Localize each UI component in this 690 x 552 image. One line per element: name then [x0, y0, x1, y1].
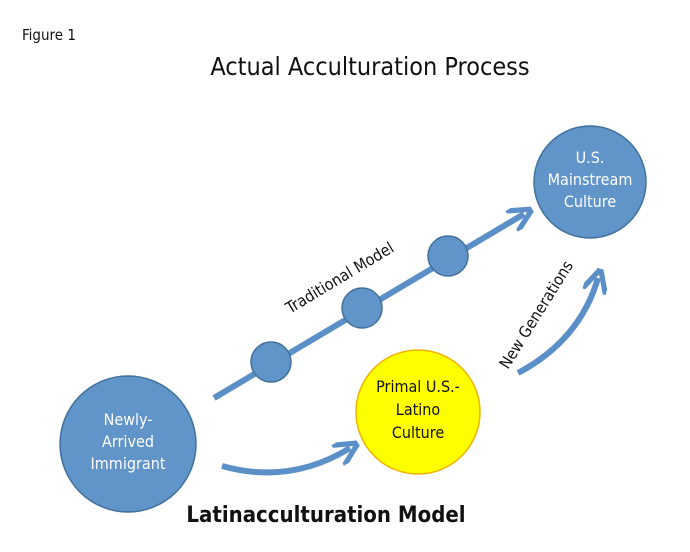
primal-circle [355, 349, 481, 475]
immigrant-line-3: Immigrant [91, 454, 166, 473]
node-primal-us-latino-culture: Primal U.S.- Latino Culture [355, 349, 481, 475]
primal-line-2: Latino [396, 400, 441, 419]
traditional-stage-1 [250, 341, 292, 383]
latinacculturation-arrow [221, 448, 350, 476]
diagram-title: Actual Acculturation Process [210, 52, 529, 81]
mainstream-line-3: Culture [564, 192, 617, 211]
traditional-stage-3 [427, 235, 469, 277]
primal-line-1: Primal U.S.- [376, 377, 460, 396]
figure-label: Figure 1 [22, 26, 76, 44]
mainstream-line-1: U.S. [576, 148, 605, 167]
mainstream-circle [533, 125, 647, 239]
new-generations-arrow [516, 278, 598, 376]
traditional-stage-2 [341, 287, 383, 329]
immigrant-circle [59, 375, 197, 513]
immigrant-line-1: Newly- [104, 410, 153, 429]
immigrant-line-2: Arrived [102, 432, 154, 451]
new-generations-label: New Generations [495, 257, 577, 372]
primal-line-3: Culture [392, 423, 445, 442]
node-us-mainstream-culture: U.S. Mainstream Culture [533, 125, 647, 239]
model-subtitle: Latinacculturation Model [186, 503, 465, 528]
mainstream-line-2: Mainstream [548, 170, 633, 189]
node-newly-arrived-immigrant: Newly- Arrived Immigrant [59, 375, 197, 513]
